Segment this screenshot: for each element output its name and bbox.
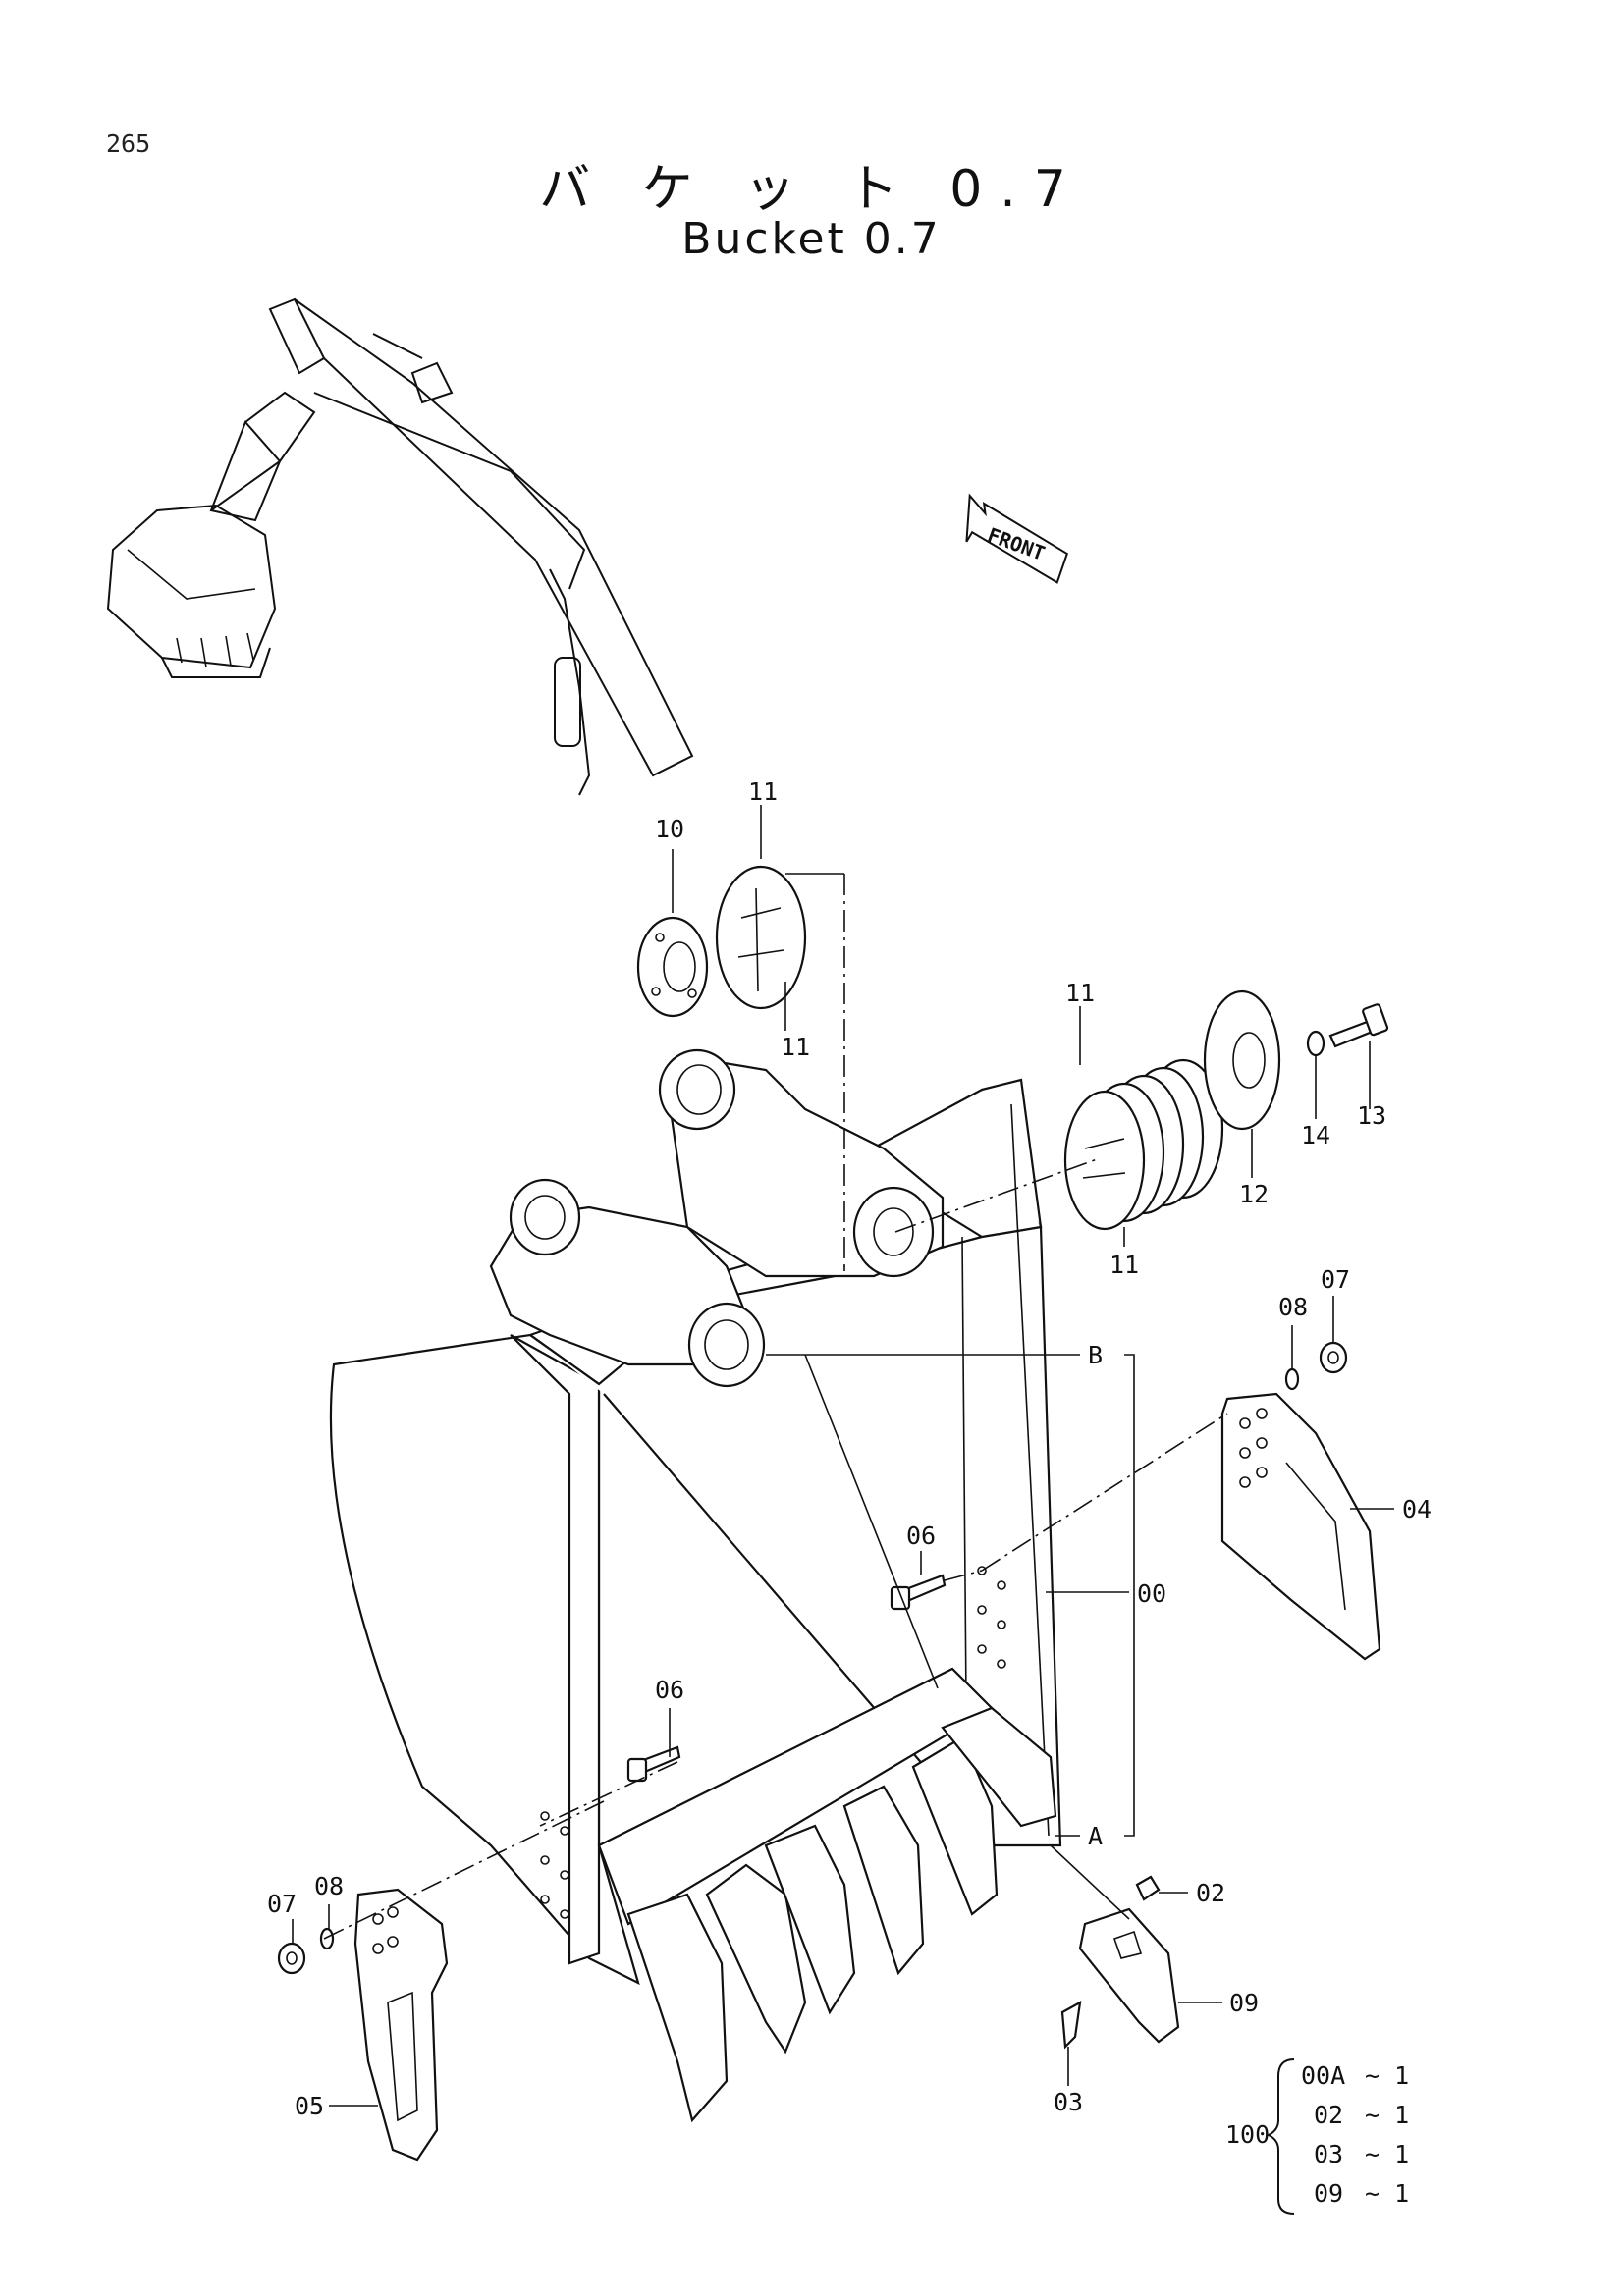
kit-item-part: 03: [1314, 2140, 1344, 2168]
part-08-washer-left: [319, 1927, 335, 1950]
bucket-teeth: [626, 1706, 1057, 2123]
part-05-side-cutter: [353, 1888, 449, 2162]
part-07-nut-right: [1319, 1341, 1348, 1374]
title-english: Bucket 0.7: [681, 214, 942, 264]
callout-04: 04: [1402, 1495, 1432, 1523]
assembly-axes: [323, 874, 1228, 1940]
front-arrow: FRONT: [965, 493, 1069, 584]
callout-11-mid: 11: [781, 1033, 810, 1061]
page-number: 265: [106, 130, 151, 158]
callout-11-top: 11: [748, 777, 778, 806]
part-11-shim-upper: [715, 865, 807, 1010]
kit-item-qty: ~ 1: [1365, 2140, 1410, 2168]
callout-12: 12: [1239, 1180, 1269, 1208]
callout-06-right: 06: [906, 1522, 936, 1550]
part-12-plate: [1203, 989, 1281, 1131]
part-10-washer: [636, 916, 709, 1018]
part-09-tooth-point: [1078, 1907, 1180, 2044]
bucket-body: [329, 1048, 1062, 1986]
reference-letter-a: A: [1088, 1822, 1103, 1850]
part-04-side-cutter: [1220, 1392, 1381, 1661]
callout-09: 09: [1229, 1989, 1259, 2017]
part-08-washer-right: [1284, 1367, 1300, 1391]
kit-item-part: 00A: [1301, 2061, 1346, 2090]
callout-11-stack-bottom: 11: [1109, 1251, 1139, 1279]
callout-14: 14: [1301, 1121, 1330, 1149]
kit-brace: [1266, 2058, 1295, 2215]
callout-11-stack-top: 11: [1065, 979, 1095, 1007]
callout-03: 03: [1054, 2088, 1083, 2116]
title-japanese: バ ケ ッ ト 0.7: [539, 160, 1084, 219]
part-02-lock: [1135, 1875, 1161, 1901]
leader-lines: [292, 805, 1394, 2107]
part-13-bolt: [1328, 1003, 1389, 1048]
kit-item-qty: ~ 1: [1365, 2179, 1410, 2208]
kit-item-qty: ~ 1: [1365, 2101, 1410, 2129]
kit-item-part: 02: [1314, 2101, 1344, 2129]
callout-08-right: 08: [1278, 1293, 1308, 1321]
callout-06-left: 06: [655, 1676, 684, 1704]
callout-13: 13: [1357, 1101, 1386, 1130]
part-03-pin: [1060, 2000, 1082, 2050]
kit-item-part: 09: [1314, 2179, 1344, 2208]
reference-letter-b: B: [1088, 1341, 1103, 1369]
part-11-shim-stack: [1063, 1058, 1224, 1231]
part-06-bolt-right: [890, 1574, 947, 1611]
callout-08-left: 08: [314, 1872, 344, 1900]
part-07-nut-left: [277, 1942, 306, 1975]
kit-item-qty: ~ 1: [1365, 2061, 1410, 2090]
part-14-washer: [1306, 1030, 1325, 1057]
callout-02: 02: [1196, 1879, 1225, 1907]
callout-07-left: 07: [267, 1890, 297, 1918]
kit-number: 100: [1225, 2120, 1271, 2149]
callouts: 10 11 11 11 11 12 14 13 08 07 04 00 06 0…: [267, 777, 1432, 2120]
callout-00: 00: [1137, 1579, 1166, 1608]
callout-07-right: 07: [1321, 1265, 1350, 1294]
excavator-arm-overview: [106, 297, 694, 796]
callout-05: 05: [295, 2092, 324, 2120]
callout-10: 10: [655, 815, 684, 843]
